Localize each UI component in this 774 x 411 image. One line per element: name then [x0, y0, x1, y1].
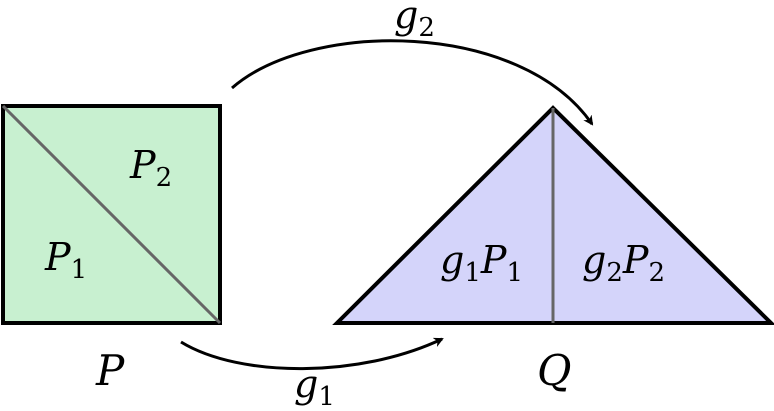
square-diagonal — [1, 104, 222, 325]
label-g2P2: g2P2 — [582, 238, 665, 288]
label-arrow-g2: g2 — [394, 0, 435, 43]
arrow-g1 — [180, 337, 444, 371]
arrow-g2 — [231, 39, 594, 126]
label-Q: Q — [537, 346, 571, 395]
label-arrow-g1: g1 — [294, 362, 335, 411]
label-P1: P1 — [44, 235, 87, 285]
label-g1P1: g1P1 — [440, 238, 523, 288]
label-P: P — [95, 346, 125, 395]
label-P2: P2 — [129, 143, 172, 193]
